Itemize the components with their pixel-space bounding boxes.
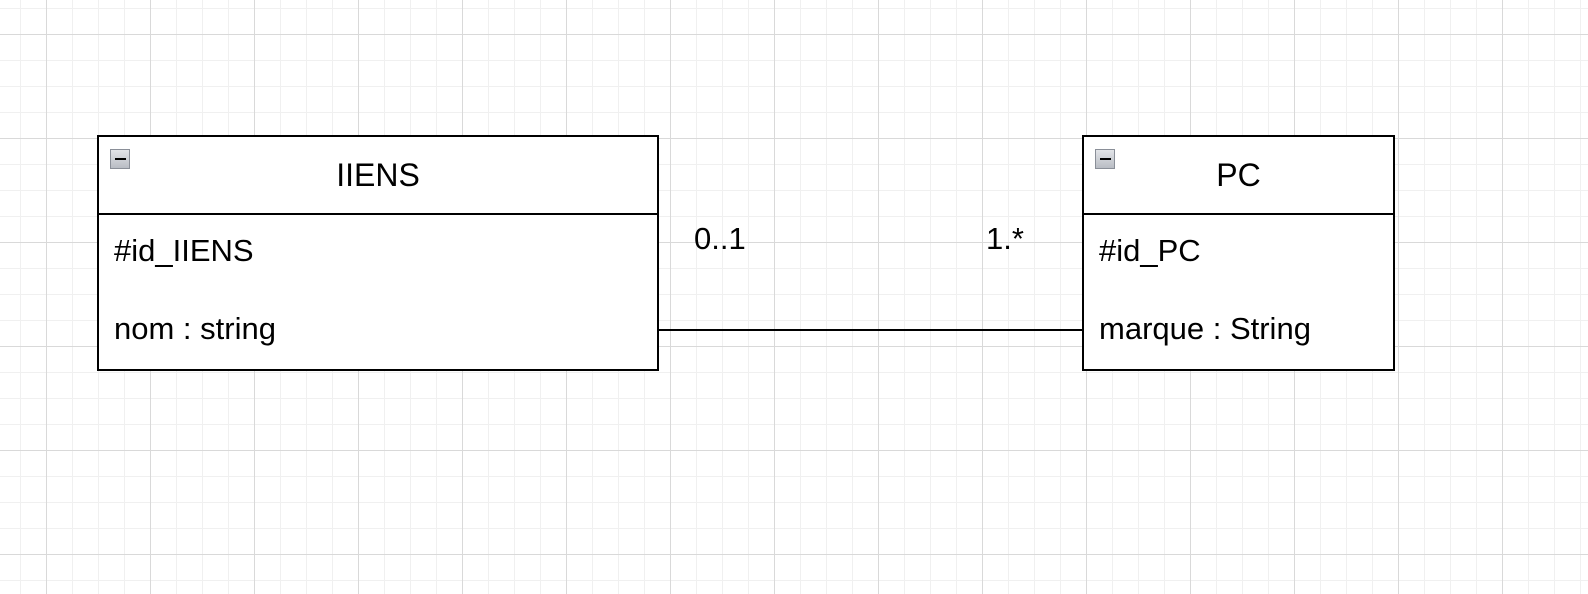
- class-pc[interactable]: PC #id_PC marque : String: [1082, 135, 1395, 371]
- class-iiens-header[interactable]: IIENS: [99, 137, 657, 215]
- association-line[interactable]: [659, 329, 1082, 331]
- class-iiens-attribute-id[interactable]: #id_IIENS: [114, 233, 254, 268]
- minus-icon[interactable]: [110, 149, 130, 169]
- class-iiens[interactable]: IIENS #id_IIENS nom : string: [97, 135, 659, 371]
- multiplicity-pc[interactable]: 1.*: [986, 221, 1024, 256]
- class-iiens-name: IIENS: [336, 156, 420, 193]
- class-pc-name: PC: [1216, 156, 1261, 193]
- minus-icon[interactable]: [1095, 149, 1115, 169]
- class-pc-attribute-marque[interactable]: marque : String: [1099, 311, 1311, 346]
- class-pc-attribute-id[interactable]: #id_PC: [1099, 233, 1201, 268]
- class-pc-header[interactable]: PC: [1084, 137, 1393, 215]
- class-iiens-attribute-nom[interactable]: nom : string: [114, 311, 276, 346]
- multiplicity-iiens[interactable]: 0..1: [694, 221, 746, 256]
